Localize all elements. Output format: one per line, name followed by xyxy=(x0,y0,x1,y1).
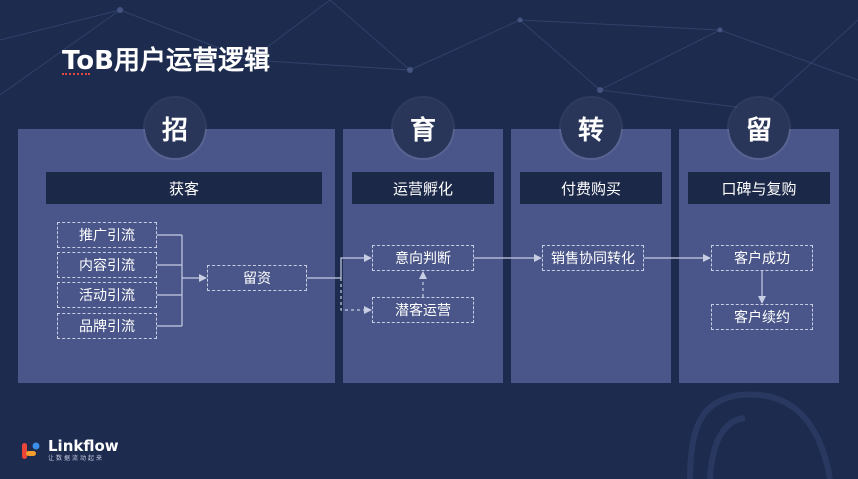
page-title: ToB用户运营逻辑 xyxy=(62,46,270,76)
linkflow-logo-icon xyxy=(22,442,40,459)
channel-box-brand: 品牌引流 xyxy=(57,313,157,339)
stage-header-acquire: 获客 xyxy=(46,172,322,204)
brand-logo: Linkflow 让数据流动起来 xyxy=(20,438,119,463)
channel-box-promotion: 推广引流 xyxy=(57,222,157,248)
channel-box-content: 内容引流 xyxy=(57,252,157,278)
stage-icon-nurture: 育 xyxy=(393,98,453,158)
sales-conversion-box: 销售协同转化 xyxy=(542,245,644,271)
stage-icon-convert: 转 xyxy=(561,98,621,158)
customer-renewal-box: 客户续约 xyxy=(711,304,813,330)
stage-icon-retain: 留 xyxy=(729,98,789,158)
channel-box-activity: 活动引流 xyxy=(57,282,157,308)
stage-panel-acquire xyxy=(18,129,335,383)
stage-icon-acquire: 招 xyxy=(145,98,205,158)
prospect-operation-box: 潜客运营 xyxy=(372,297,474,323)
spellcheck-underline xyxy=(62,70,90,75)
stage-header-nurture: 运营孵化 xyxy=(352,172,494,204)
stage-header-convert: 付费购买 xyxy=(520,172,662,204)
lead-capture-box: 留资 xyxy=(207,265,307,291)
brand-name: Linkflow xyxy=(48,437,119,455)
intent-judgment-box: 意向判断 xyxy=(372,245,474,271)
brand-slogan: 让数据流动起来 xyxy=(48,455,105,462)
stage-header-retain: 口碑与复购 xyxy=(688,172,830,204)
customer-success-box: 客户成功 xyxy=(711,245,813,271)
